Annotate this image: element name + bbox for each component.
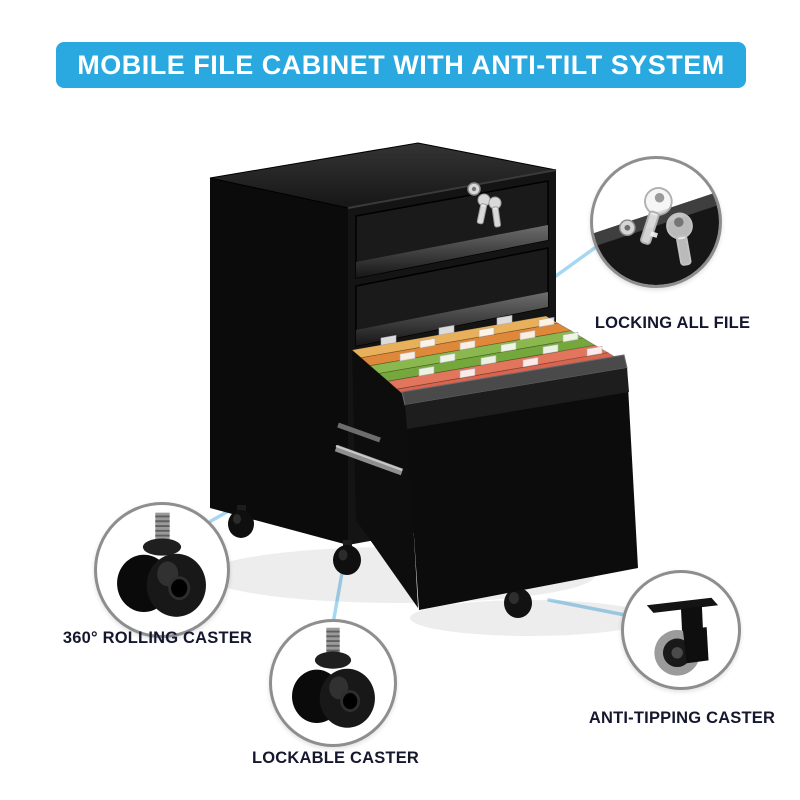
drawer-front-panel	[405, 368, 638, 610]
drawer-middle-closed	[355, 247, 549, 347]
cabinet	[209, 142, 638, 618]
drawer-bottom-open	[334, 315, 638, 618]
title-banner: MOBILE FILE CABINET WITH ANTI-TILT SYSTE…	[56, 42, 746, 88]
title-text: MOBILE FILE CABINET WITH ANTI-TILT SYSTE…	[77, 49, 725, 80]
callout-rolling-caster	[94, 502, 230, 638]
cabinet-side-panel	[210, 178, 348, 545]
drawer-front-highlight	[405, 368, 629, 429]
drawer-shadow	[410, 600, 650, 636]
folder-tabs	[380, 315, 603, 379]
slide-rail	[334, 422, 404, 476]
rolling-caster-icon	[117, 512, 206, 617]
cabinet-caster-wheels	[228, 505, 361, 575]
callout-lockable-caster	[269, 619, 397, 747]
callout-label-lockable-caster: LOCKABLE CASTER	[251, 749, 420, 767]
callout-locking	[590, 156, 722, 288]
lockable-caster-icon	[292, 627, 375, 728]
callout-label-anti-tipping-caster: ANTI-TIPPING CASTER	[588, 709, 776, 727]
anti-tipping-caster-icon	[646, 597, 719, 676]
callout-label-rolling-caster: 360° ROLLING CASTER	[62, 629, 253, 647]
keys-icon	[593, 187, 719, 285]
lock-and-keys	[467, 182, 502, 228]
callout-label-locking: LOCKING ALL FILE	[594, 314, 751, 332]
callout-anti-tipping-caster	[621, 570, 741, 690]
